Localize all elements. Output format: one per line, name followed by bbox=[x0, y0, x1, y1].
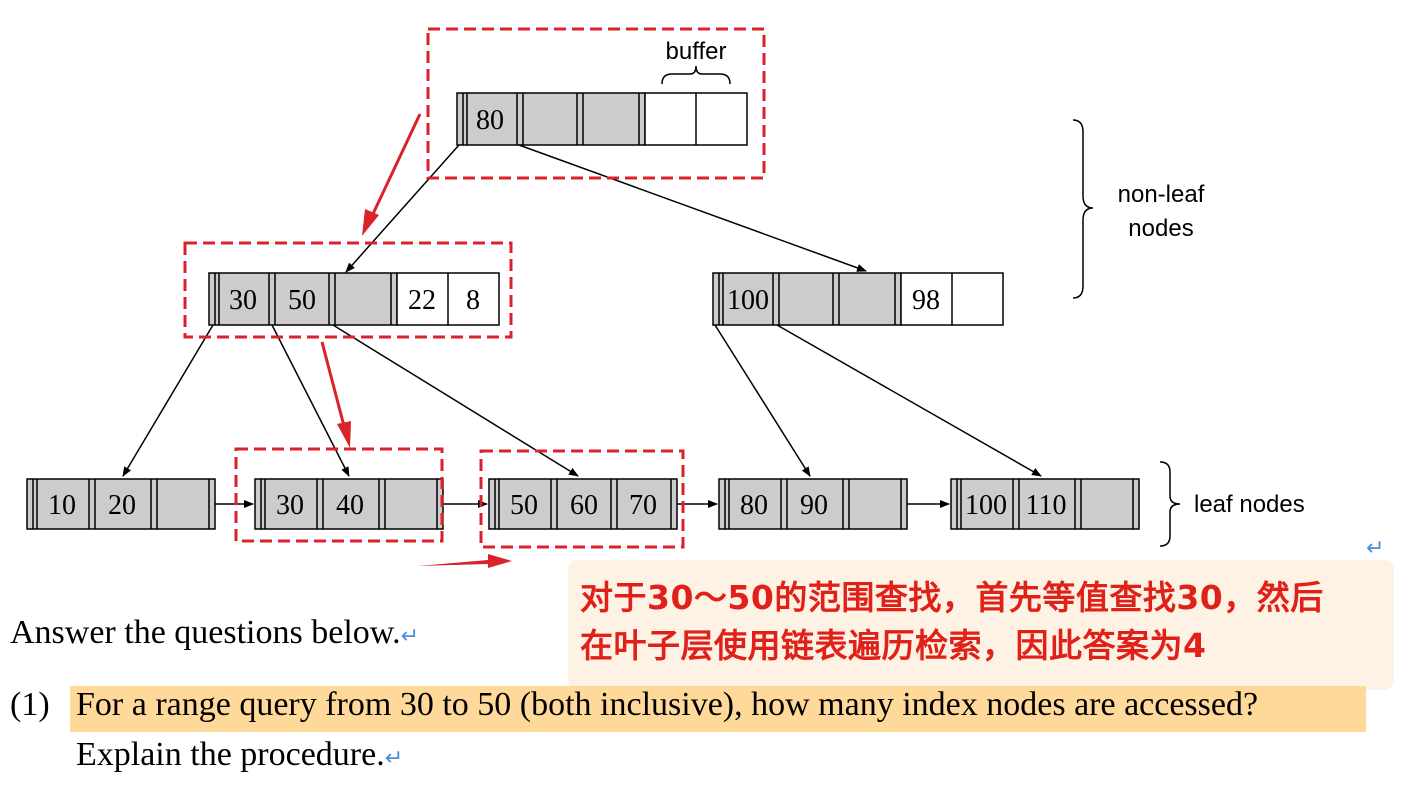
highlight-boxes bbox=[183, 27, 766, 549]
leaf-node-4: 80 90 bbox=[718, 478, 908, 530]
leaf-key: 70 bbox=[629, 490, 657, 521]
nonleaf-brace: non-leaf nodes bbox=[1072, 119, 1205, 299]
annotation-box: 对于30～50的范围查找，首先等值查找30，然后 在叶子层使用链表遍历检索，因此… bbox=[568, 560, 1394, 690]
nonleaf-label-line1: non-leaf bbox=[1118, 181, 1205, 208]
buffer-brace: buffer bbox=[661, 38, 731, 85]
buffer-label: buffer bbox=[666, 38, 727, 65]
node-key: 50 bbox=[288, 285, 316, 316]
question-1-line-2-label: Explain the procedure. bbox=[76, 736, 385, 773]
intro-label: Answer the questions below. bbox=[10, 614, 401, 651]
leaf-key: 50 bbox=[510, 490, 538, 521]
leaf-node-2: 30 40 bbox=[254, 478, 444, 530]
leaf-key: 10 bbox=[48, 490, 76, 521]
question-highlight bbox=[70, 686, 1366, 732]
highlight-root bbox=[426, 27, 766, 180]
highlight-leaf-2 bbox=[234, 447, 444, 543]
nonleaf-node-right: 100 98 bbox=[712, 272, 1004, 326]
return-mark: ↵ bbox=[400, 624, 420, 649]
annotation-line-2: 在叶子层使用链表遍历检索，因此答案为4 bbox=[580, 626, 1207, 665]
leaf-key: 60 bbox=[570, 490, 598, 521]
leaf-key: 110 bbox=[1026, 490, 1067, 521]
node-key: 100 bbox=[727, 285, 769, 316]
node-key: 30 bbox=[229, 285, 257, 316]
leaf-brace: leaf nodes bbox=[1159, 461, 1305, 547]
leaf-key: 80 bbox=[740, 490, 768, 521]
leaf-key: 90 bbox=[800, 490, 828, 521]
intro-text: Answer the questions below.↵ bbox=[10, 614, 419, 652]
return-mark: ↵ bbox=[1366, 536, 1385, 561]
leaf-node-1: 10 20 bbox=[26, 478, 216, 530]
leaf-key: 30 bbox=[276, 490, 304, 521]
buffer-key: 98 bbox=[912, 285, 940, 316]
question-1-line-2: Explain the procedure.↵ bbox=[76, 736, 403, 774]
leaf-node-5: 100 110 bbox=[950, 478, 1140, 530]
question-number: (1) bbox=[10, 686, 50, 723]
leaf-key: 40 bbox=[336, 490, 364, 521]
annotation-line-1: 对于30～50的范围查找，首先等值查找30，然后 bbox=[580, 578, 1324, 617]
search-path-arrows bbox=[320, 113, 512, 568]
root-key-1: 80 bbox=[476, 105, 504, 136]
leaf-key: 20 bbox=[108, 490, 136, 521]
highlight-nonleaf-left bbox=[183, 241, 513, 339]
buffer-key: 8 bbox=[466, 285, 480, 316]
root-node: 80 bbox=[456, 92, 748, 146]
leaf-nodes-label: leaf nodes bbox=[1194, 491, 1305, 518]
buffer-key: 22 bbox=[408, 285, 436, 316]
leaf-key: 100 bbox=[965, 490, 1007, 521]
leaf-node-3: 50 60 70 bbox=[488, 478, 678, 530]
nonleaf-label-line2: nodes bbox=[1128, 215, 1193, 242]
question-1-line-1: For a range query from 30 to 50 (both in… bbox=[76, 686, 1259, 723]
return-mark: ↵ bbox=[384, 746, 404, 771]
highlight-leaf-3 bbox=[479, 449, 685, 549]
nonleaf-node-left: 30 50 22 8 bbox=[208, 272, 500, 326]
